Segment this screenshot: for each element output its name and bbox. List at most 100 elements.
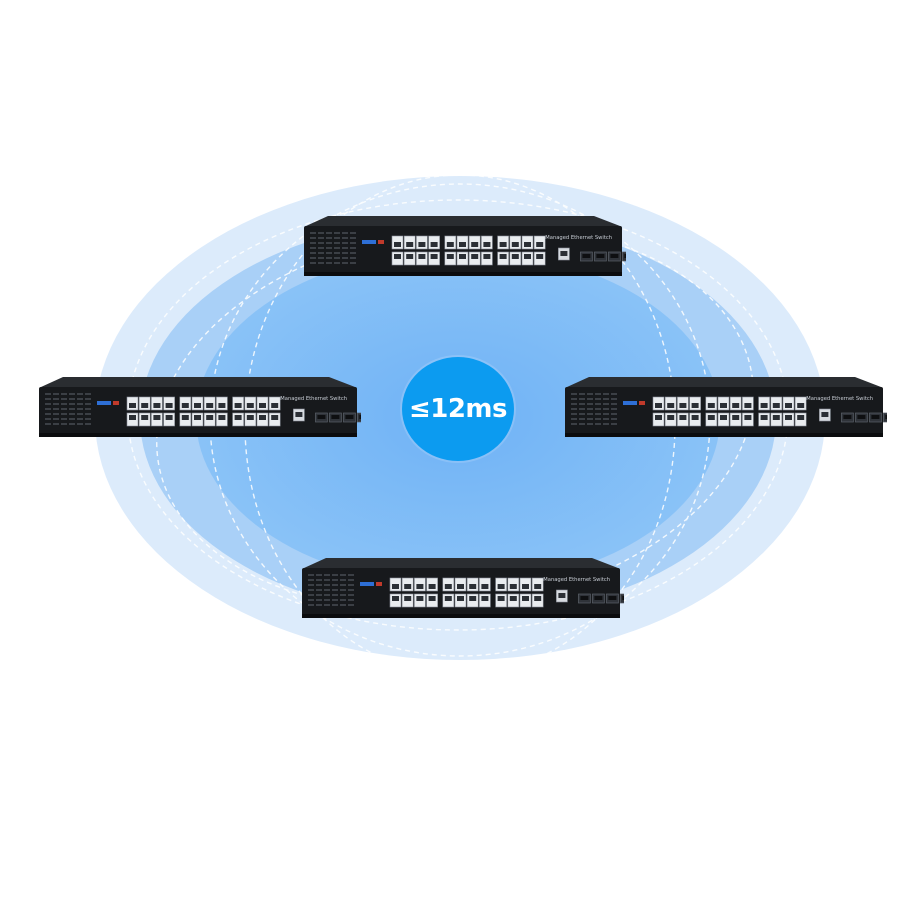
rj45-port [444, 251, 457, 266]
sfp-port [357, 412, 361, 423]
chassis-top [567, 377, 881, 387]
brand-logo-icon [360, 582, 382, 586]
rj45-port [179, 412, 192, 427]
rj45-port [468, 251, 481, 266]
sfp-port [315, 412, 328, 423]
rj45-port [521, 251, 534, 266]
rj45-port [454, 593, 467, 608]
rj45-port [456, 235, 469, 250]
sfp-port [883, 412, 887, 423]
rj45-port [782, 412, 795, 427]
rj45-port [466, 577, 479, 592]
rj45-port [216, 412, 228, 427]
rj45-port [244, 396, 257, 411]
rj45-port [742, 412, 754, 427]
rj45-port [232, 412, 244, 427]
rj45-port [232, 396, 244, 411]
rj45-port [442, 593, 455, 608]
brand-logo-icon [97, 401, 119, 405]
rj45-port [416, 251, 428, 266]
chassis-top [306, 216, 620, 226]
rj45-port [216, 396, 228, 411]
rj45-port [426, 577, 438, 592]
rj45-port [509, 235, 522, 250]
rj45-port [664, 412, 677, 427]
switch-right: Managed Ethernet Switch [561, 375, 887, 439]
rj45-port [191, 412, 204, 427]
rj45-port [677, 396, 689, 411]
switch-body: Managed Ethernet Switch [39, 377, 361, 437]
rj45-port [389, 593, 402, 608]
switch-body: Managed Ethernet Switch [304, 216, 626, 276]
rj45-port [794, 412, 807, 427]
latency-badge: ≤12ms [402, 357, 514, 461]
rj45-port [652, 396, 665, 411]
rj45-port [531, 593, 544, 608]
latency-value: ≤12ms [408, 394, 508, 424]
rj45-port [391, 235, 404, 250]
brand-logo-icon [623, 401, 645, 405]
chassis-top [41, 377, 355, 387]
sfp-port [855, 412, 868, 423]
rj45-port [689, 412, 701, 427]
rj45-port [151, 396, 163, 411]
rj45-port [391, 251, 404, 266]
rj45-port [256, 396, 269, 411]
rj45-port [705, 412, 718, 427]
rj45-port [742, 396, 754, 411]
rj45-port [507, 577, 520, 592]
sfp-port [580, 251, 593, 262]
rj45-port [677, 412, 689, 427]
rj45-port [758, 412, 770, 427]
sfp-port [578, 593, 591, 604]
rj45-port [138, 412, 151, 427]
chassis-top [304, 558, 618, 568]
rj45-port [126, 412, 139, 427]
rj45-port [244, 412, 257, 427]
rj45-port [401, 577, 414, 592]
rj45-port [389, 577, 402, 592]
rj45-port [479, 593, 491, 608]
console-port [558, 247, 570, 261]
rj45-port [454, 577, 467, 592]
rj45-port [495, 593, 507, 608]
sfp-port [620, 593, 624, 604]
rj45-port [531, 577, 544, 592]
sfp-port [594, 251, 607, 262]
rj45-port [414, 577, 426, 592]
sfp-port [622, 251, 626, 262]
switch-left: Managed Ethernet Switch [35, 375, 361, 439]
rj45-port [414, 593, 426, 608]
rj45-port [497, 235, 509, 250]
switch-top: Managed Ethernet Switch [300, 214, 626, 278]
rj45-port [191, 396, 204, 411]
sfp-port [329, 412, 342, 423]
rj45-port [138, 396, 151, 411]
rj45-port [689, 396, 701, 411]
rj45-port [664, 396, 677, 411]
rj45-port [717, 412, 730, 427]
rj45-port [163, 412, 175, 427]
rj45-port [770, 412, 783, 427]
rj45-port [256, 412, 269, 427]
sfp-port [592, 593, 605, 604]
rj45-port [151, 412, 163, 427]
switch-body: Managed Ethernet Switch [565, 377, 887, 437]
rj45-port [428, 235, 440, 250]
rj45-port [163, 396, 175, 411]
rj45-port [468, 235, 481, 250]
rj45-port [705, 396, 718, 411]
rj45-port [442, 577, 455, 592]
rj45-port [403, 235, 416, 250]
rj45-port [268, 412, 281, 427]
sfp-port [841, 412, 854, 423]
rj45-port [497, 251, 509, 266]
switch-model-label: Managed Ethernet Switch [543, 577, 610, 583]
switch-model-label: Managed Ethernet Switch [545, 235, 612, 241]
rj45-port [521, 235, 534, 250]
brand-logo-icon [362, 240, 384, 244]
switch-body: Managed Ethernet Switch [302, 558, 624, 618]
rj45-port [203, 396, 216, 411]
rj45-port [794, 396, 807, 411]
